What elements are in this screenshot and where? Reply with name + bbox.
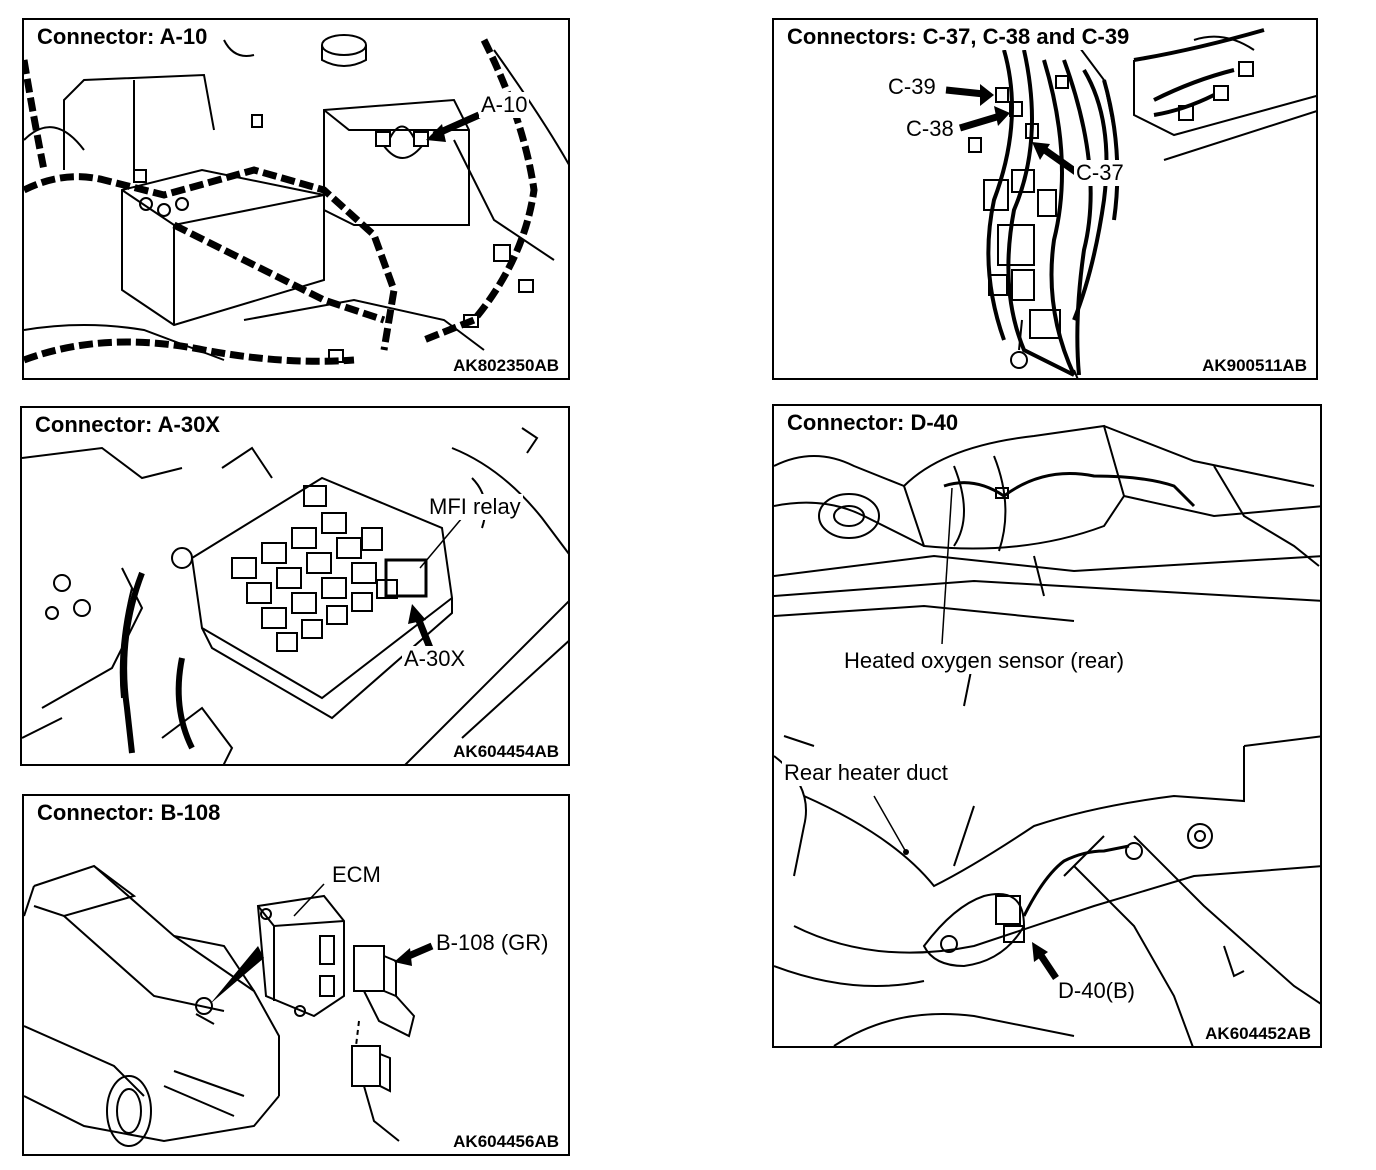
c37-figure-code: AK900511AB bbox=[1199, 356, 1310, 376]
a30x-figure-code: AK604454AB bbox=[450, 742, 562, 762]
c37-title: Connectors: C-37, C-38 and C-39 bbox=[784, 24, 1133, 50]
d40-sensor-label: Heated oxygen sensor (rear) bbox=[842, 648, 1127, 674]
b108-figure-code: AK604456AB bbox=[450, 1132, 562, 1152]
c37-label: C-37 bbox=[1074, 160, 1126, 186]
c38-label: C-38 bbox=[906, 116, 954, 141]
c39-label: C-39 bbox=[888, 74, 936, 99]
b108-location-pointer bbox=[210, 946, 264, 1004]
c37-harness-drawing bbox=[945, 28, 1316, 378]
d40-duct-leader bbox=[873, 795, 907, 853]
a10-figure-code: AK802350AB bbox=[450, 356, 562, 376]
b108-vehicle-ecm-drawing bbox=[24, 864, 434, 1147]
a30x-relay-leader bbox=[419, 517, 463, 569]
a30x-connector-label: A-30X bbox=[402, 646, 468, 672]
panel-connector-b108: Connector: B-108 ECM B-108 (GR) AK604456… bbox=[22, 794, 570, 1156]
a30x-title: Connector: A-30X bbox=[32, 412, 223, 438]
d40-underbody-drawing bbox=[774, 424, 1320, 1046]
a30x-relay-label: MFI relay bbox=[427, 494, 523, 520]
panel-connectors-c37-c38-c39: Connectors: C-37, C-38 and C-39 C-39 C-3… bbox=[772, 18, 1318, 380]
c37-callout-arrow bbox=[1039, 145, 1079, 175]
d40-title: Connector: D-40 bbox=[784, 410, 962, 436]
panel-connector-a10: Connector: A-10 A-10 AK802350AB bbox=[22, 18, 570, 380]
a10-connector-label: A-10 bbox=[479, 92, 530, 118]
d40-callout-arrow bbox=[1037, 952, 1059, 980]
panel-connector-d40: Connector: D-40 Heated oxygen sensor (re… bbox=[772, 404, 1322, 1048]
c39-callout-arrow bbox=[945, 86, 985, 98]
b108-connector-label: B-108 (GR) bbox=[434, 930, 551, 956]
b108-title: Connector: B-108 bbox=[34, 800, 224, 826]
a30x-fuse-box-drawing bbox=[22, 427, 568, 764]
a10-title: Connector: A-10 bbox=[34, 24, 211, 50]
panel-connector-a30x: Connector: A-30X MFI relay A-30X AK60445… bbox=[20, 406, 570, 766]
c38-callout-arrow bbox=[958, 112, 1002, 132]
a10-engine-bay-drawing bbox=[24, 34, 568, 365]
d40-sensor-leader bbox=[941, 487, 953, 645]
d40-duct-label: Rear heater duct bbox=[782, 760, 950, 786]
d40-figure-code: AK604452AB bbox=[1202, 1024, 1314, 1044]
b108-ecm-label: ECM bbox=[330, 862, 383, 888]
d40-connector-label: D-40(B) bbox=[1056, 978, 1138, 1004]
